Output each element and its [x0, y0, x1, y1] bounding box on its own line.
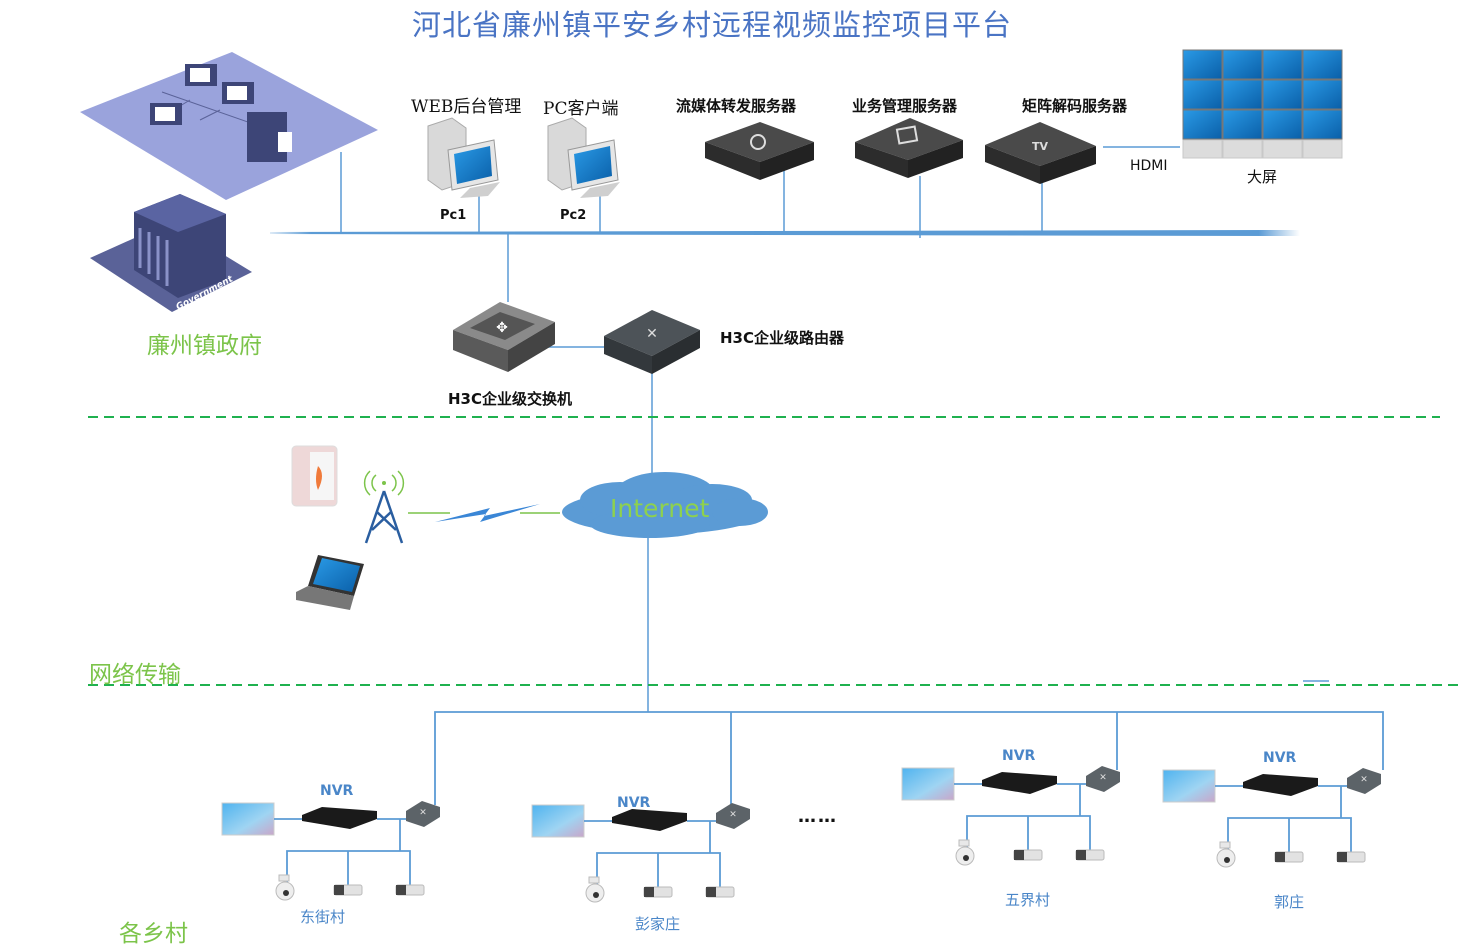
hdmi-label: HDMI — [1130, 158, 1168, 174]
svg-text:✕: ✕ — [419, 808, 427, 818]
more-villages-ellipsis: …… — [798, 806, 838, 827]
nvr-icon — [982, 772, 1057, 794]
village-switch-icon: ✕ — [406, 801, 440, 827]
video-wall-panel — [1222, 79, 1263, 110]
dome-camera-icon — [275, 874, 295, 901]
svg-text:TV: TV — [1032, 140, 1049, 153]
core-router-icon: ✕ — [604, 310, 700, 374]
village-cluster: ✕ — [901, 766, 1120, 866]
village-trunk-lines — [434, 711, 1384, 806]
nvr-icon — [1243, 774, 1318, 796]
big-screen-label: 大屏 — [1247, 168, 1278, 186]
monitor-tv-icon — [1162, 769, 1216, 803]
village-switch-icon: ✕ — [1086, 766, 1120, 792]
government-building-icon — [90, 194, 252, 312]
nvr-label: NVR — [1263, 750, 1297, 766]
internet-label: Internet — [610, 494, 710, 523]
bullet-camera-icon — [643, 886, 673, 898]
core-switch-label: H3C企业级交换机 — [448, 390, 572, 408]
laptop-icon — [296, 555, 364, 610]
bullet-camera-icon — [705, 886, 735, 898]
village-name-label: 郭庄 — [1274, 893, 1305, 911]
internet-cloud-icon — [562, 472, 768, 538]
svg-text:✕: ✕ — [646, 326, 658, 342]
video-wall-base — [1262, 139, 1303, 159]
dome-camera-icon — [955, 839, 975, 866]
zone-government-label: 廉州镇政府 — [147, 333, 262, 359]
svg-text:✕: ✕ — [729, 810, 737, 820]
bullet-camera-icon — [1075, 849, 1105, 861]
svg-text:✕: ✕ — [1099, 773, 1107, 783]
web-admin-label: WEB后台管理 — [411, 97, 522, 117]
office-lan-icon — [80, 52, 378, 200]
bullet-camera-icon — [1013, 849, 1043, 861]
dome-camera-icon — [1216, 841, 1236, 868]
video-wall-panel — [1262, 49, 1303, 80]
svg-text:✕: ✕ — [1360, 775, 1368, 785]
village-name-label: 五界村 — [1005, 891, 1051, 909]
video-wall-base — [1222, 139, 1263, 159]
wireless-link — [408, 504, 560, 522]
village-cluster: ✕ — [531, 803, 750, 903]
smartphone-icon — [291, 445, 338, 507]
village-cluster: ✕ — [1162, 768, 1381, 868]
video-wall-panel — [1222, 49, 1263, 80]
video-wall-panel — [1262, 79, 1303, 110]
bullet-camera-icon — [1336, 851, 1366, 863]
stream-server-label: 流媒体转发服务器 — [676, 97, 797, 115]
business-server-icon — [855, 118, 963, 178]
monitor-tv-icon — [901, 767, 955, 801]
svg-text:✥: ✥ — [496, 320, 508, 336]
village-switch-icon: ✕ — [1347, 768, 1381, 794]
video-wall-panel — [1182, 49, 1223, 80]
decoder-server-icon: TV — [985, 122, 1096, 184]
video-wall-panel — [1262, 109, 1303, 140]
video-wall-panel — [1302, 49, 1343, 80]
zone-villages-label: 各乡村 — [119, 921, 188, 947]
monitor-tv-icon — [531, 804, 585, 838]
village-name-label: 彭家庄 — [635, 915, 681, 933]
village-switch-icon: ✕ — [716, 803, 750, 829]
core-router-label: H3C企业级路由器 — [720, 329, 844, 347]
pc2-icon — [547, 117, 620, 198]
zone-network-label: 网络传输 — [89, 662, 181, 688]
stream-server-icon — [705, 122, 814, 180]
video-wall-panel — [1222, 109, 1263, 140]
nvr-label: NVR — [1002, 748, 1036, 764]
pc2-label: Pc2 — [560, 208, 587, 223]
video-wall-base — [1182, 139, 1223, 159]
village-name-label: 东街村 — [300, 908, 346, 926]
nvr-label: NVR — [320, 783, 354, 799]
page-title: 河北省廉州镇平安乡村远程视频监控项目平台 — [412, 8, 1013, 42]
monitor-tv-icon — [221, 802, 275, 836]
nvr-label: NVR — [617, 795, 651, 811]
nvr-icon — [612, 809, 687, 831]
bullet-camera-icon — [395, 884, 425, 896]
backbone-bus-line — [270, 230, 1300, 236]
bullet-camera-icon — [333, 884, 363, 896]
video-wall-panel — [1302, 109, 1343, 140]
decoder-server-label: 矩阵解码服务器 — [1022, 97, 1128, 115]
video-wall-panel — [1182, 79, 1223, 110]
video-wall-panel — [1302, 79, 1343, 110]
business-server-label: 业务管理服务器 — [852, 97, 958, 115]
village-cluster: ✕ — [221, 801, 440, 901]
video-wall-icon — [1182, 49, 1343, 159]
dome-camera-icon — [585, 876, 605, 903]
pc1-label: Pc1 — [440, 208, 467, 223]
nvr-icon — [302, 807, 377, 829]
cell-tower-icon — [363, 470, 405, 544]
video-wall-base — [1302, 139, 1343, 159]
core-switch-icon: ✥ — [453, 302, 555, 372]
pc1-icon — [427, 117, 500, 198]
video-wall-panel — [1182, 109, 1223, 140]
pc-client-label: PC客户端 — [543, 99, 619, 119]
bullet-camera-icon — [1274, 851, 1304, 863]
bus-connectors — [340, 146, 1180, 712]
